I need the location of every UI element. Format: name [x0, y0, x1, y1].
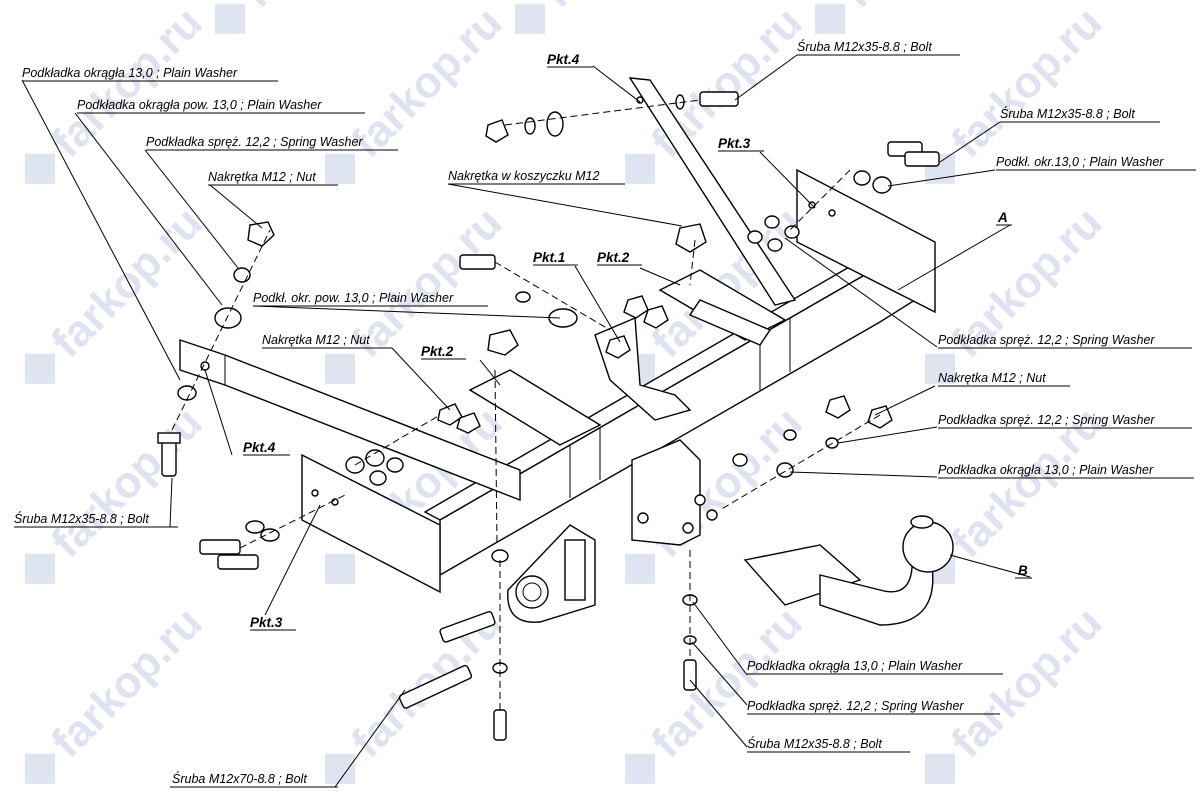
watermark: farkop.ru [215, 0, 402, 34]
right-side-arm [628, 77, 797, 306]
label-washer-13-right-top: Podkł. okr.13,0 ; Plain Washer [996, 155, 1164, 169]
watermark-text: farkop.ru [42, 598, 211, 767]
watermark-text: farkop.ru [42, 398, 211, 567]
label-spring-washer-bottom: Podkładka spręż. 12,2 ; Spring Washer [747, 699, 964, 713]
car-logo-icon [325, 353, 355, 384]
label-cage-nut-m12: Nakrętka w koszyczku M12 [448, 169, 599, 183]
label-spring-washer-right-2: Podkładka spręż. 12,2 ; Spring Washer [938, 413, 1155, 427]
label-bolt-m12x35-top: Śruba M12x35-8.8 ; Bolt [797, 39, 932, 54]
left-side-arm [179, 339, 521, 502]
label-bolt-m12x35-left: Śruba M12x35-8.8 ; Bolt [14, 511, 149, 526]
marker-pkt2-top: Pkt.2 [597, 250, 630, 265]
watermark: farkop.ru [25, 398, 212, 584]
watermark-text: farkop.ru [342, 0, 511, 167]
ball-mount-bracket [631, 439, 718, 546]
car-logo-icon [325, 153, 355, 184]
marker-part-b: B [1018, 563, 1028, 578]
watermark-text: farkop.ru [532, 0, 701, 17]
car-logo-icon [625, 553, 655, 584]
car-logo-icon [925, 353, 955, 384]
label-nut-m12-right: Nakrętka M12 ; Nut [938, 371, 1046, 385]
marker-pkt4-top: Pkt.4 [547, 52, 580, 67]
watermark-text: farkop.ru [232, 0, 401, 17]
car-logo-icon [325, 753, 355, 784]
label-spring-washer-left: Podkładka spręż. 12,2 ; Spring Washer [146, 135, 363, 149]
label-washer-wide-13-center: Podkł. okr. pow. 13,0 ; Plain Washer [253, 291, 454, 305]
watermark: farkop.ru [25, 598, 212, 784]
label-bolt-m12x35-right: Śruba M12x35-8.8 ; Bolt [1000, 106, 1135, 121]
label-bolt-m12x70-bottom: Śruba M12x70-8.8 ; Bolt [172, 771, 307, 786]
watermark: farkop.ru [515, 0, 702, 34]
label-bolt-m12x35-bottom: Śruba M12x35-8.8 ; Bolt [747, 736, 882, 751]
label-nut-m12-top-left: Nakrętka M12 ; Nut [208, 170, 316, 184]
watermark: farkop.ru [925, 0, 1112, 184]
label-washer-round-wide-13-left: Podkładka okrągła pow. 13,0 ; Plain Wash… [77, 98, 322, 112]
car-logo-icon [25, 353, 55, 384]
label-washer-round-13-right: Podkładka okrągła 13,0 ; Plain Washer [938, 463, 1154, 477]
label-spring-washer-right-1: Podkładka spręż. 12,2 ; Spring Washer [938, 333, 1155, 347]
assembly-axis-lines [171, 99, 881, 710]
electric-socket-plate [507, 524, 596, 623]
car-logo-icon [815, 3, 845, 34]
fasteners [157, 91, 940, 741]
marker-pkt3-top: Pkt.3 [718, 136, 751, 151]
part-labels: Podkładka okrągła 13,0 ; Plain Washer Po… [14, 39, 1196, 788]
marker-pkt1: Pkt.1 [533, 250, 565, 265]
leader-lines [15, 54, 1031, 788]
marker-part-a: A [997, 210, 1008, 225]
marker-pkt3-bottom: Pkt.3 [250, 615, 283, 630]
car-logo-icon [25, 753, 55, 784]
watermark-text: farkop.ru [832, 0, 1001, 17]
car-logo-icon [625, 153, 655, 184]
car-logo-icon [325, 553, 355, 584]
watermark-text: farkop.ru [942, 598, 1111, 767]
car-logo-icon [25, 153, 55, 184]
car-logo-icon [515, 3, 545, 34]
car-logo-icon [925, 753, 955, 784]
label-washer-round-13-left: Podkładka okrągła 13,0 ; Plain Washer [22, 66, 238, 80]
label-nut-m12-center: Nakrętka M12 ; Nut [262, 333, 370, 347]
car-logo-icon [625, 753, 655, 784]
car-logo-icon [25, 553, 55, 584]
tow-ball-b [743, 515, 954, 626]
car-logo-icon [215, 3, 245, 34]
watermark-text: farkop.ru [942, 0, 1111, 167]
marker-pkt4-left: Pkt.4 [243, 440, 276, 455]
label-washer-round-13-bottom: Podkładka okrągła 13,0 ; Plain Washer [747, 659, 963, 673]
marker-pkt2-mid: Pkt.2 [421, 344, 454, 359]
point-markers: Pkt.4 Pkt.3 Pkt.1 Pkt.2 Pkt.2 Pkt.4 Pkt.… [243, 52, 1032, 631]
